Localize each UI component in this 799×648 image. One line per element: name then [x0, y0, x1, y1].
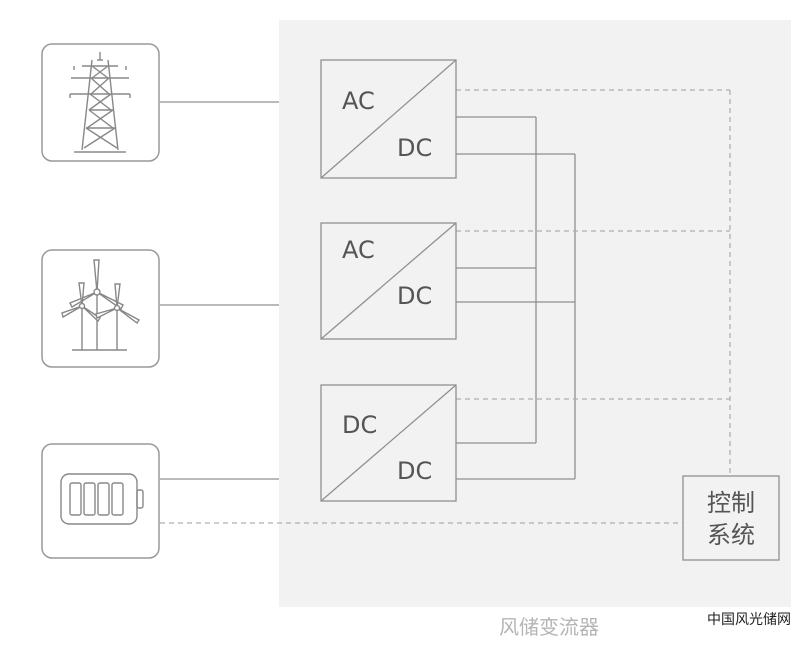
converter-1-top-label: AC [342, 87, 375, 115]
wind-turbine-box [41, 249, 160, 368]
control-system-line2: 系统 [707, 521, 755, 549]
control-signal-lines [160, 89, 731, 524]
converter-2-top-label: AC [342, 236, 375, 264]
control-system-line1: 控制 [707, 489, 755, 517]
grid-tower-box [41, 43, 160, 162]
battery-icon [60, 473, 144, 525]
dc-bus-wiring [456, 116, 576, 480]
transmission-tower-icon [69, 52, 131, 153]
battery-box [41, 443, 160, 559]
converter-3-bottom-label: DC [397, 457, 432, 485]
converter-1-bottom-label: DC [397, 134, 432, 162]
converter-3: DC DC [320, 384, 457, 502]
converter-2-bottom-label: DC [397, 282, 432, 310]
converter-2: AC DC [320, 222, 457, 340]
watermark: 中国风光储网 [707, 612, 791, 628]
diagram-caption: 风储变流器 [499, 615, 599, 639]
control-system-box: 控制 系统 [682, 475, 780, 561]
converter-1: AC DC [320, 59, 457, 179]
source-connections [160, 101, 279, 480]
wind-turbines-icon [61, 259, 141, 351]
converter-3-top-label: DC [342, 411, 377, 439]
